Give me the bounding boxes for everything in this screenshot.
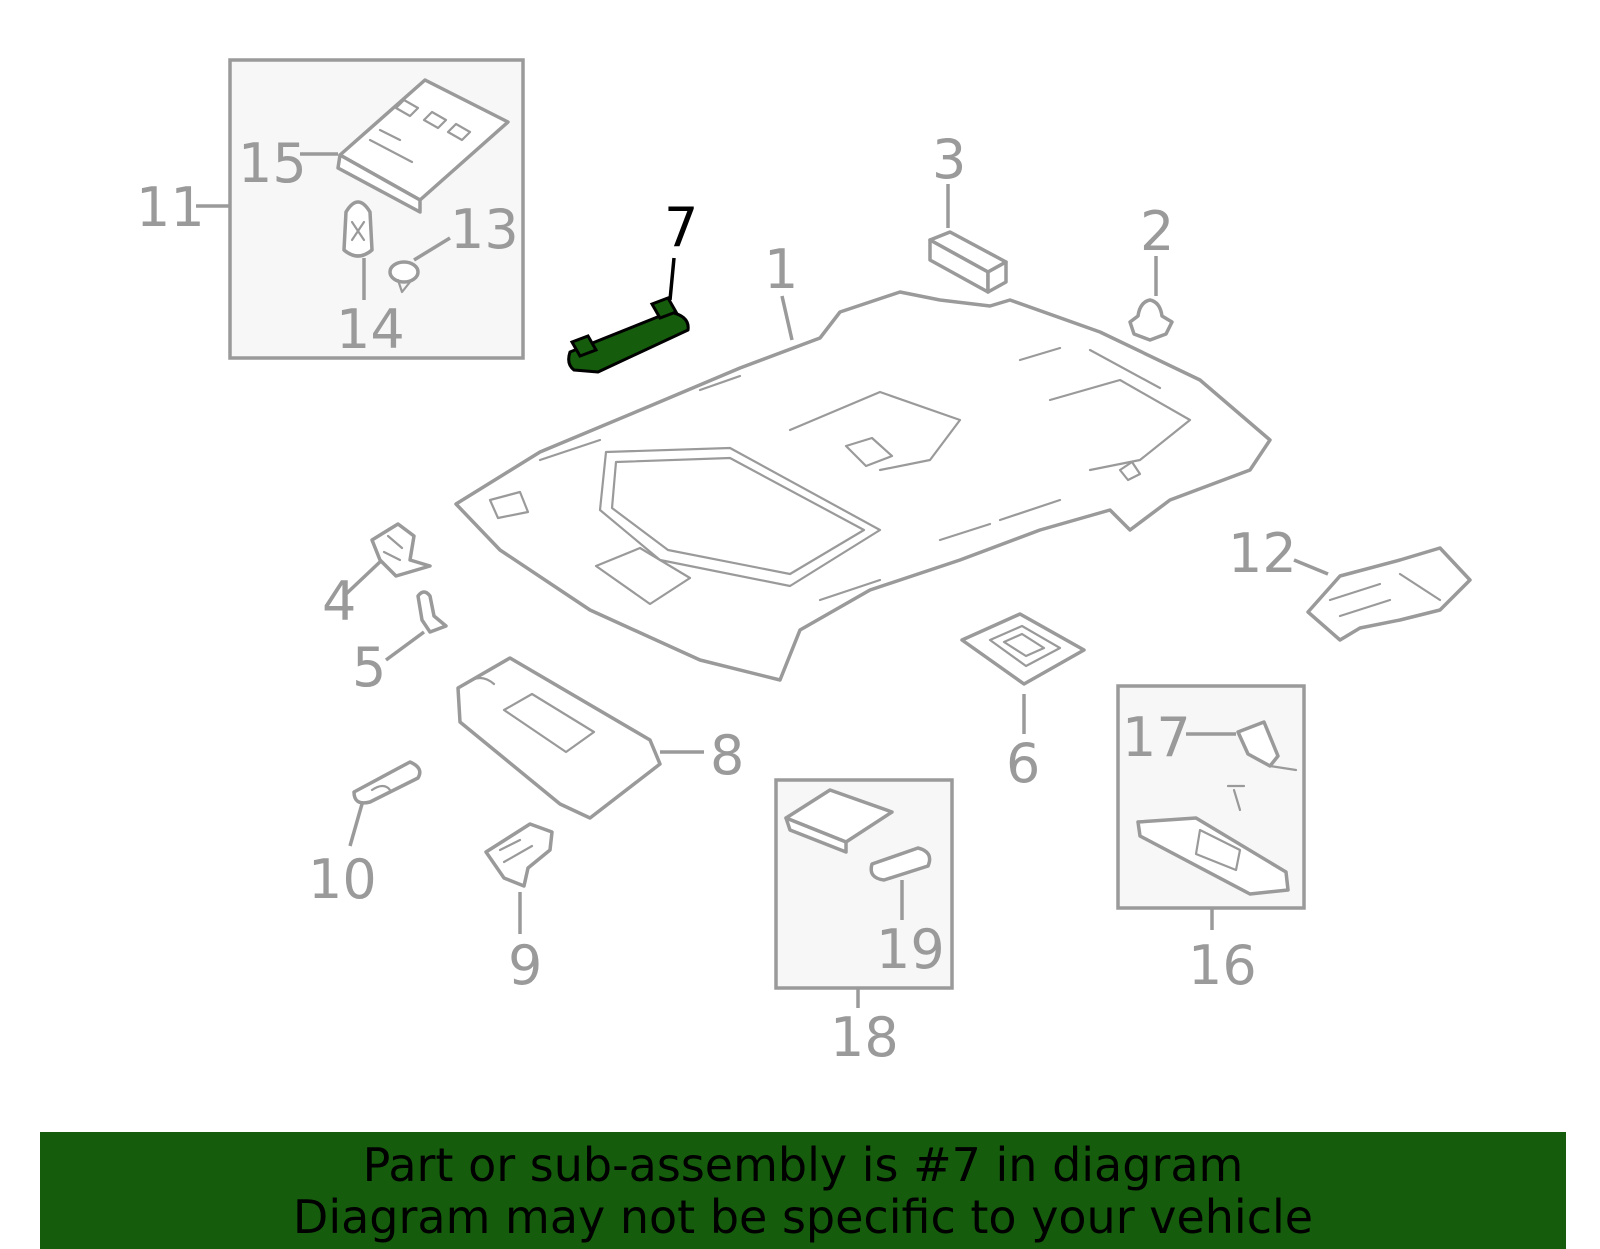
leader-13 xyxy=(413,236,451,262)
leader-10 xyxy=(348,803,364,847)
part-5-clip[interactable] xyxy=(416,590,448,634)
part-3-pad[interactable] xyxy=(928,230,1008,294)
callout-7: 7 xyxy=(664,196,698,259)
banner-line-2: Diagram may not be specific to your vehi… xyxy=(292,1189,1314,1244)
callout-16: 16 xyxy=(1188,934,1257,997)
banner-line-1: Part or sub-assembly is #7 in diagram xyxy=(362,1137,1244,1192)
callout-18: 18 xyxy=(830,1006,899,1069)
part-1-headliner[interactable] xyxy=(454,290,1272,682)
callout-17: 17 xyxy=(1122,706,1191,769)
callout-15: 15 xyxy=(238,132,307,195)
callout-9: 9 xyxy=(508,934,542,997)
callout-2: 2 xyxy=(1140,200,1174,263)
callout-8: 8 xyxy=(710,724,744,787)
callout-1: 1 xyxy=(764,238,798,301)
part-18-lamp[interactable] xyxy=(784,788,894,854)
callout-3: 3 xyxy=(932,128,966,191)
part-19-bulb[interactable] xyxy=(869,846,932,882)
callout-13: 13 xyxy=(450,198,519,261)
info-banner: Part or sub-assembly is #7 in diagram Di… xyxy=(40,1132,1566,1249)
callout-14: 14 xyxy=(336,298,405,361)
callout-12: 12 xyxy=(1228,522,1297,585)
leader-4 xyxy=(344,558,384,596)
callout-19: 19 xyxy=(876,918,945,981)
part-2-clip[interactable] xyxy=(1128,298,1174,342)
part-16-lamp-assembly[interactable] xyxy=(1136,784,1290,896)
part-4-bracket[interactable] xyxy=(370,522,432,578)
part-12-bracket[interactable] xyxy=(1306,546,1472,642)
callout-11: 11 xyxy=(136,176,205,239)
callout-4: 4 xyxy=(322,570,356,633)
part-10-visor-clip[interactable] xyxy=(352,760,422,805)
leader-5 xyxy=(384,630,426,662)
callout-6: 6 xyxy=(1006,732,1040,795)
leader-1 xyxy=(780,295,794,341)
part-15-dome-light[interactable] xyxy=(336,78,510,214)
part-9-visor-bracket[interactable] xyxy=(484,822,554,888)
callout-10: 10 xyxy=(308,848,377,911)
part-13-clip[interactable] xyxy=(388,260,420,294)
part-6-bezel[interactable] xyxy=(960,612,1086,686)
callout-5: 5 xyxy=(352,636,386,699)
leader-7 xyxy=(668,257,676,301)
leader-12 xyxy=(1293,558,1329,576)
part-8-sun-visor[interactable] xyxy=(456,656,662,820)
part-7-grab-handle[interactable] xyxy=(567,296,690,374)
part-14-bulb[interactable] xyxy=(342,200,374,258)
part-17-connector[interactable] xyxy=(1236,720,1298,772)
